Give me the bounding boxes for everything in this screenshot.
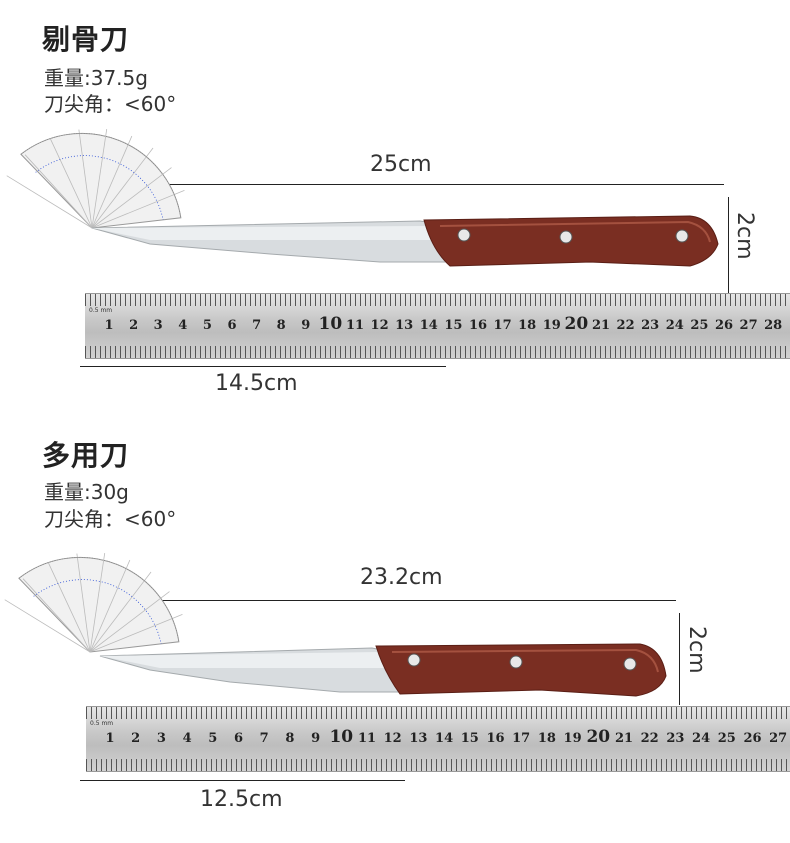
ruler-number: 7 xyxy=(252,318,262,333)
tip-angle-text: 刀尖角：<60° xyxy=(44,507,177,531)
ruler-number: 11 xyxy=(357,731,377,746)
ruler-number: 25 xyxy=(690,318,709,333)
ruler-number: 10 xyxy=(318,314,343,334)
blade-line xyxy=(80,780,405,781)
ruler-number: 27 xyxy=(769,731,788,746)
ruler-number: 26 xyxy=(743,731,762,746)
ruler-number: 5 xyxy=(202,318,212,333)
ruler-number: 9 xyxy=(301,318,311,333)
ruler-number: 12 xyxy=(383,731,402,746)
ruler-number: 4 xyxy=(178,318,188,333)
ruler-number: 28 xyxy=(764,318,783,333)
ruler-ticks-bottom xyxy=(86,759,790,771)
ruler-number: 11 xyxy=(345,318,365,333)
weight-text: 重量:30g xyxy=(44,480,129,504)
ruler-number: 10 xyxy=(329,727,354,747)
ruler-number: 26 xyxy=(714,318,734,333)
width-line xyxy=(679,613,680,705)
ruler-number: 12 xyxy=(370,318,389,333)
ruler-number: 6 xyxy=(227,318,237,333)
ruler-number: 21 xyxy=(614,731,634,746)
ruler-number: 2 xyxy=(129,318,139,333)
ruler-ticks-top xyxy=(85,294,790,306)
ruler-number: 16 xyxy=(468,318,488,333)
ruler-number: 9 xyxy=(311,731,321,746)
ruler-number: 23 xyxy=(666,731,685,746)
width-label: 2cm xyxy=(684,626,709,674)
ruler-number: 2 xyxy=(131,731,141,746)
ruler-number: 24 xyxy=(665,318,684,333)
ruler-ticks-bottom xyxy=(85,346,790,358)
ruler-number: 18 xyxy=(537,731,556,746)
length-label: 23.2cm xyxy=(360,565,443,590)
tip-angle-text: 刀尖角：<60° xyxy=(44,92,177,116)
ruler-number: 22 xyxy=(640,731,659,746)
ruler-number: 18 xyxy=(518,318,537,333)
ruler-number: 23 xyxy=(641,318,660,333)
ruler-corner-text: 0.5 mm xyxy=(90,720,114,727)
ruler-number: 20 xyxy=(586,727,611,747)
ruler-number: 5 xyxy=(208,731,218,746)
protractor-icon xyxy=(6,129,185,229)
ruler-number: 3 xyxy=(153,318,163,333)
ruler-corner-text: 0.5 mm xyxy=(89,307,113,314)
ruler-number: 24 xyxy=(692,731,711,746)
knife-illustration xyxy=(6,129,719,267)
weight-text: 重量:37.5g xyxy=(44,66,148,90)
ruler-number: 25 xyxy=(717,731,736,746)
ruler-number: 14 xyxy=(419,318,438,333)
ruler-number: 7 xyxy=(259,731,269,746)
ruler-number: 1 xyxy=(104,318,114,333)
knife-name: 多用刀 xyxy=(42,439,130,472)
length-line xyxy=(78,184,724,185)
knife-name: 剔骨刀 xyxy=(42,23,130,56)
ruler-number: 17 xyxy=(512,731,531,746)
ruler-number: 22 xyxy=(616,318,635,333)
knife-illustration xyxy=(4,553,667,697)
ruler-number: 8 xyxy=(276,318,286,333)
ruler-number: 27 xyxy=(739,318,758,333)
ruler-number: 19 xyxy=(563,731,582,746)
blade-label: 14.5cm xyxy=(215,371,298,396)
length-line xyxy=(80,600,676,601)
ruler-number: 15 xyxy=(444,318,463,333)
ruler-number: 3 xyxy=(156,731,166,746)
ruler-number: 14 xyxy=(435,731,454,746)
ruler-number: 20 xyxy=(564,314,589,334)
ruler-number: 21 xyxy=(591,318,611,333)
knife-section-boning: 剔骨刀 重量:37.5g 刀尖角：<60° 25cm 2cm xyxy=(0,0,790,420)
ruler-number: 15 xyxy=(460,731,479,746)
knife-section-utility: 多用刀 重量:30g 刀尖角：<60° 23.2cm 2cm xyxy=(0,420,790,843)
ruler-number: 13 xyxy=(409,731,428,746)
ruler-number: 4 xyxy=(182,731,192,746)
ruler-number: 19 xyxy=(542,318,561,333)
width-line xyxy=(728,197,729,295)
ruler-number: 16 xyxy=(486,731,505,746)
ruler-number: 17 xyxy=(493,318,512,333)
blade-label: 12.5cm xyxy=(200,787,283,812)
blade-line xyxy=(80,366,446,367)
ruler-number: 6 xyxy=(233,731,244,746)
width-label: 2cm xyxy=(732,212,757,260)
ruler-ticks-top xyxy=(86,707,790,719)
ruler-number: 13 xyxy=(395,318,414,333)
ruler-number: 8 xyxy=(285,731,295,746)
length-label: 25cm xyxy=(370,152,432,177)
protractor-icon xyxy=(4,553,183,653)
ruler-number: 1 xyxy=(105,731,115,746)
